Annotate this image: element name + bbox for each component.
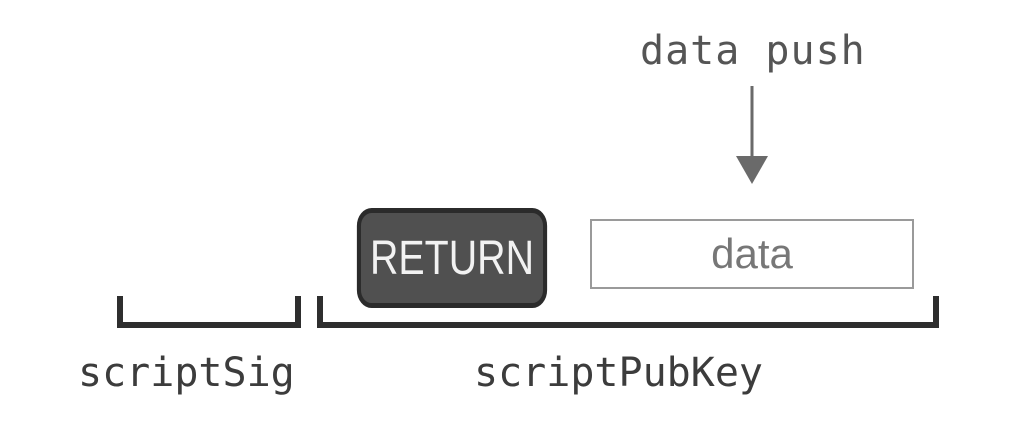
scriptsig-bracket — [117, 296, 301, 328]
down-arrow-icon — [736, 86, 768, 184]
scriptpubkey-bracket — [317, 296, 939, 328]
data-box: data — [590, 219, 914, 289]
data-push-label: data push — [640, 28, 866, 74]
scriptsig-label: scriptSig — [78, 350, 295, 396]
data-label: data — [711, 230, 793, 277]
return-opcode-label: RETURN — [370, 231, 534, 285]
return-opcode-box: RETURN — [356, 208, 548, 308]
scriptpubkey-label: scriptPubKey — [474, 350, 763, 396]
